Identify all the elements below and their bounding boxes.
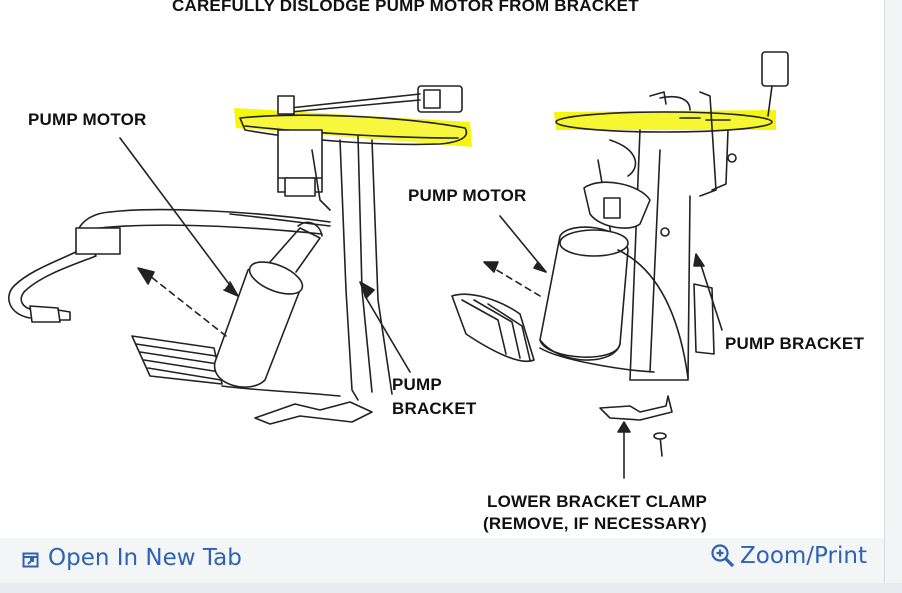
clamp-label-line1: LOWER BRACKET CLAMP: [487, 492, 708, 511]
image-toolbar: Open In New Tab Zoom/Print: [0, 538, 884, 583]
highlight-right: [554, 110, 776, 130]
left-pump-bracket-label-line2: BRACKET: [392, 399, 477, 418]
diagram-title: CAREFULLY DISLODGE PUMP MOTOR FROM BRACK…: [172, 0, 639, 15]
open-in-new-tab-link[interactable]: Open In New Tab: [22, 545, 242, 571]
clamp-label-line2: (REMOVE, IF NECESSARY): [483, 514, 707, 533]
diagram-image: CAREFULLY DISLODGE PUMP MOTOR FROM BRACK…: [8, 0, 865, 533]
open-in-new-tab-icon: [22, 549, 40, 568]
open-in-new-tab-label: Open In New Tab: [48, 545, 242, 571]
zoom-print-label: Zoom/Print: [740, 543, 867, 569]
viewer-right-edge: [884, 0, 902, 593]
viewer-bottom-edge: [0, 583, 902, 593]
right-pump-motor-label: PUMP MOTOR: [408, 186, 527, 205]
zoom-print-link[interactable]: Zoom/Print: [710, 543, 867, 569]
left-pump-motor-label: PUMP MOTOR: [28, 110, 147, 129]
pump-diagram-drawing: [8, 51, 789, 479]
right-pump-bracket-label: PUMP BRACKET: [725, 334, 865, 353]
zoom-in-icon: [710, 543, 736, 569]
left-pump-bracket-label-line1: PUMP: [392, 375, 442, 394]
